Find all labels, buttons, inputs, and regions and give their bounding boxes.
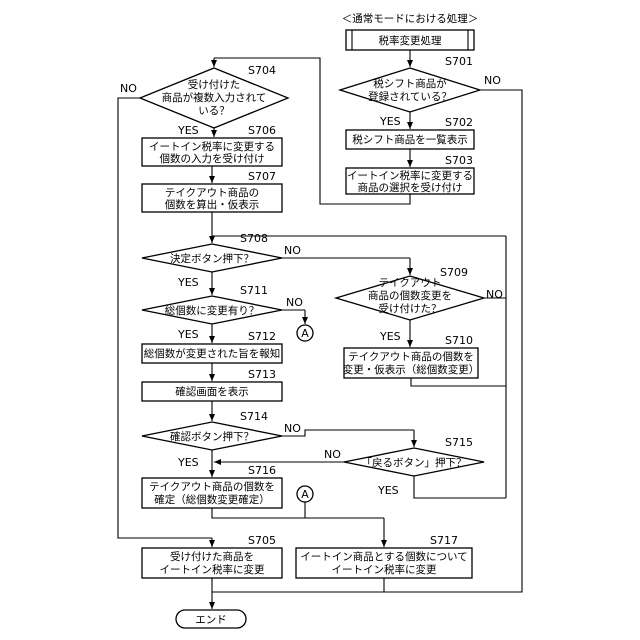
s705-line1: 受け付けた商品を [170,550,254,563]
s708-yes-label: YES [177,276,199,289]
s711-yes-label: YES [177,328,199,341]
s703-step-label: S703 [445,154,473,167]
s703-line1: イートイン税率に変更する [347,169,473,182]
s707-step-label: S707 [248,170,276,183]
s704-line1: 受け付けた [188,78,241,91]
s704-yes-label: YES [177,124,199,137]
process-s706: イートイン税率に変更する 個数の入力を受け付け S706 [142,124,282,166]
s712-line1: 総個数が変更された旨を報知 [144,347,281,360]
s709-line3: 受け付けた？ [379,302,442,315]
end-label: エンド [195,614,227,626]
s709-line2: 商品の個数変更を [368,289,452,302]
s709-step-label: S709 [440,266,468,279]
s715-line1: 「戻るボタン」押下？ [362,456,467,469]
s701-line2: 登録されている？ [368,90,452,103]
s705-step-label: S705 [248,534,276,547]
s710-line1: テイクアウト商品の個数を [348,350,474,363]
s715-yes-label: YES [377,484,399,497]
s711-no-label: NO [286,296,303,309]
flowchart-title: ＜通常モードにおける処理＞ [342,12,479,25]
s704-step-label: S704 [248,64,276,77]
s704-line3: いる？ [198,105,230,117]
s701-no-label: NO [484,74,501,87]
s717-line1: イートイン商品とする個数について [300,550,467,563]
s715-no-label: NO [324,448,341,461]
s711-line1: 総個数に変更有り？ [165,304,260,317]
start-process-box: 税率変更処理 [346,30,474,50]
s705-line2: イートイン税率に変更 [160,563,265,576]
s704-no-label: NO [120,82,137,95]
s701-yes-label: YES [379,115,401,128]
s713-line1: 確認画面を表示 [175,385,249,398]
s709-yes-label: YES [379,330,401,343]
s702-step-label: S702 [445,116,473,129]
s708-step-label: S708 [240,232,268,245]
process-s710: テイクアウト商品の個数を 変更・仮表示（総個数変更） S710 [343,334,480,378]
s707-line1: テイクアウト商品の [165,186,259,199]
s704-line2: 商品が複数入力されて [162,91,267,104]
s701-line1: 税シフト商品が [373,77,447,90]
s703-line2: 商品の選択を受け付け [358,181,463,194]
connector-a-lower-label: A [301,488,309,501]
s717-line2: イートイン税率に変更 [332,563,437,576]
decision-s704: 受け付けた 商品が複数入力されて いる？ S704 [140,64,288,128]
s714-yes-label: YES [177,456,199,469]
s715-step-label: S715 [445,436,473,449]
connector-a-lower: A [297,486,313,502]
s708-no-label: NO [284,244,301,257]
s710-line2: 変更・仮表示（総個数変更） [343,363,480,376]
s709-no-label: NO [486,288,503,301]
connector-a-upper: A [297,325,313,341]
s701-step-label: S701 [445,55,473,68]
s714-step-label: S714 [240,410,268,423]
s709-line1: テイクアウト [379,277,442,289]
s708-line1: 決定ボタン押下？ [170,252,254,265]
s716-line2: 確定（総個数変更確定） [154,493,270,506]
s716-step-label: S716 [248,464,276,477]
s714-no-label: NO [284,422,301,435]
s712-step-label: S712 [248,330,276,343]
s713-step-label: S713 [248,368,276,381]
start-process-label: 税率変更処理 [379,34,442,47]
s714-line1: 確認ボタン押下？ [170,430,254,443]
end-terminal: エンド [176,610,246,628]
s706-line1: イートイン税率に変更する [149,140,275,153]
s702-line1: 税シフト商品を一覧表示 [352,133,468,146]
s716-line1: テイクアウト商品の個数を [149,480,275,493]
s706-line2: 個数の入力を受け付け [160,152,265,165]
s711-step-label: S711 [240,284,268,297]
connector-a-upper-label: A [301,327,309,340]
s706-step-label: S706 [248,124,276,137]
s717-step-label: S717 [430,534,458,547]
s710-step-label: S710 [445,334,473,347]
s707-line2: 個数を算出・仮表示 [165,198,260,211]
